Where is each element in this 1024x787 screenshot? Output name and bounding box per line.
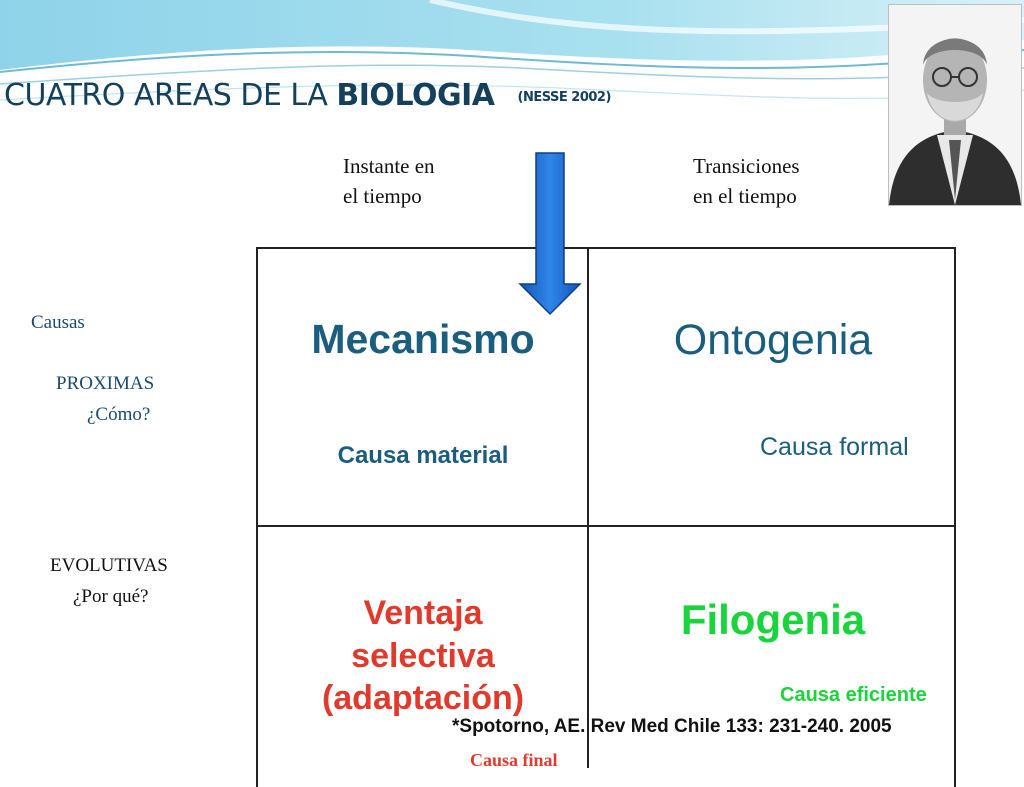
row-label-causas: Causas <box>31 312 85 333</box>
cell-mecanismo: Mecanismo <box>311 316 535 362</box>
column-header-line: Instante en <box>343 154 435 178</box>
row-question-porque: ¿Por qué? <box>73 586 149 607</box>
cell-causa-material: Causa material <box>337 442 509 469</box>
matrix-table <box>256 247 956 787</box>
ventaja-line: selectiva <box>351 636 495 675</box>
column-header-line: el tiempo <box>343 184 422 209</box>
cell-causa-final: Causa final <box>470 750 558 770</box>
reference-citation: *Spotorno, AE. Rev Med Chile 133: 231-24… <box>452 716 892 737</box>
column-header-transiciones: Transiciones en el tiempo <box>693 151 800 212</box>
matrix-divider-horizontal <box>256 525 956 527</box>
row-label-evolutivas: EVOLUTIVAS <box>50 555 168 576</box>
column-header-instante: Instante en el tiempo <box>343 151 435 212</box>
title-prefix: CUATRO AREAS DE LA <box>4 78 328 113</box>
cell-ventaja-selectiva: Ventaja selectiva (adaptación) <box>262 592 584 720</box>
column-header-line: en el tiempo <box>693 184 797 209</box>
page-title: CUATRO AREAS DE LA BIOLOGIA (NESSE 2002) <box>4 78 611 113</box>
title-bold: BIOLOGIA <box>336 78 495 113</box>
cell-filogenia: Filogenia <box>680 596 866 643</box>
row-label-proximas: PROXIMAS <box>56 373 155 394</box>
cell-causa-formal: Causa formal <box>760 433 909 461</box>
down-arrow-icon <box>518 152 582 316</box>
cell-causa-eficiente: Causa eficiente <box>780 684 927 706</box>
row-question-como: ¿Cómo? <box>87 404 151 425</box>
column-header-line: Transiciones <box>693 154 800 178</box>
matrix-divider-vertical <box>587 247 589 768</box>
ventaja-line: Ventaja <box>363 594 483 632</box>
portrait-photo <box>888 4 1022 206</box>
cell-ontogenia: Ontogenia <box>673 316 873 364</box>
title-source: (NESSE 2002) <box>517 90 612 105</box>
ventaja-line: (adaptación) <box>321 679 525 717</box>
